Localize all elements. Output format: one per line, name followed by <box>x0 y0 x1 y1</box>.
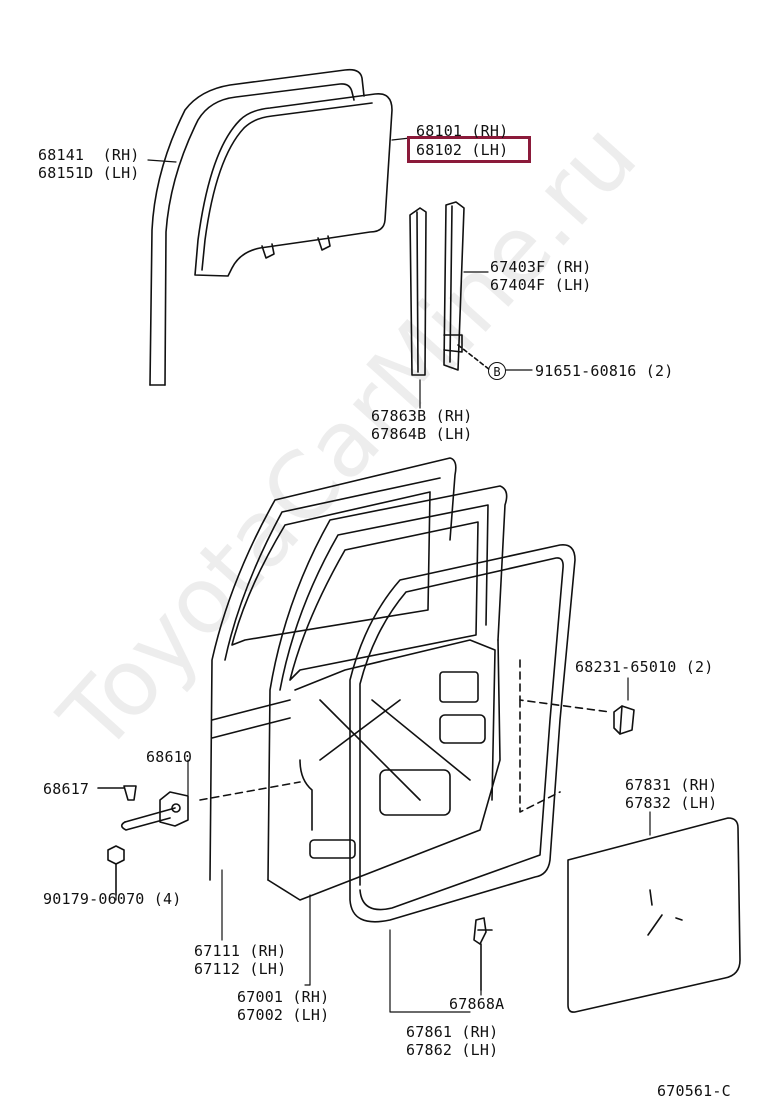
diagram-code: 670561-C <box>657 1082 731 1100</box>
label-91651[interactable]: 91651-60816 (2) <box>535 362 674 380</box>
label-67832[interactable]: 67832 (LH) <box>625 794 718 812</box>
rear-channel <box>409 207 427 376</box>
label-68141[interactable]: 68141 (RH) <box>38 146 140 164</box>
door-trim-board <box>567 817 741 1013</box>
label-67111[interactable]: 67111 (RH) <box>194 942 287 960</box>
glass-run-channel <box>149 68 365 386</box>
label-67863B[interactable]: 67863B (RH) <box>371 407 473 425</box>
label-67001[interactable]: 67001 (RH) <box>237 988 330 1006</box>
label-68231[interactable]: 68231-65010 (2) <box>575 658 714 676</box>
highlight-box <box>407 136 531 163</box>
door-inner-panel <box>267 485 508 901</box>
label-67861[interactable]: 67861 (RH) <box>406 1023 499 1041</box>
trim-clip <box>613 705 635 735</box>
label-67002[interactable]: 67002 (LH) <box>237 1006 330 1024</box>
label-68101[interactable]: 68101 (RH) <box>416 122 509 140</box>
label-68610[interactable]: 68610 <box>146 748 193 766</box>
door-glass <box>194 93 393 277</box>
label-67862[interactable]: 67862 (LH) <box>406 1041 499 1059</box>
door-outer-panel <box>209 457 457 881</box>
leader-lines <box>115 137 651 1013</box>
check-pin <box>97 785 137 801</box>
label-67404F[interactable]: 67404F (LH) <box>490 276 592 294</box>
weatherstrip-clip <box>473 917 493 991</box>
label-67403F[interactable]: 67403F (RH) <box>490 258 592 276</box>
label-67831[interactable]: 67831 (RH) <box>625 776 718 794</box>
door-weatherstrip <box>349 543 576 923</box>
label-67868A[interactable]: 67868A <box>449 995 505 1013</box>
assembly-lines <box>199 659 611 813</box>
label-68617[interactable]: 68617 <box>43 780 90 798</box>
label-68102[interactable]: 68102 (LH) <box>416 141 509 159</box>
bolt-marker-icon: B <box>488 362 506 380</box>
check-bolt <box>107 845 125 896</box>
label-90179[interactable]: 90179-06070 (4) <box>43 890 182 908</box>
door-check <box>120 791 189 831</box>
label-68151D[interactable]: 68151D (LH) <box>38 164 140 182</box>
division-bar <box>443 201 491 371</box>
label-67864B[interactable]: 67864B (LH) <box>371 425 473 443</box>
label-67112[interactable]: 67112 (LH) <box>194 960 287 978</box>
